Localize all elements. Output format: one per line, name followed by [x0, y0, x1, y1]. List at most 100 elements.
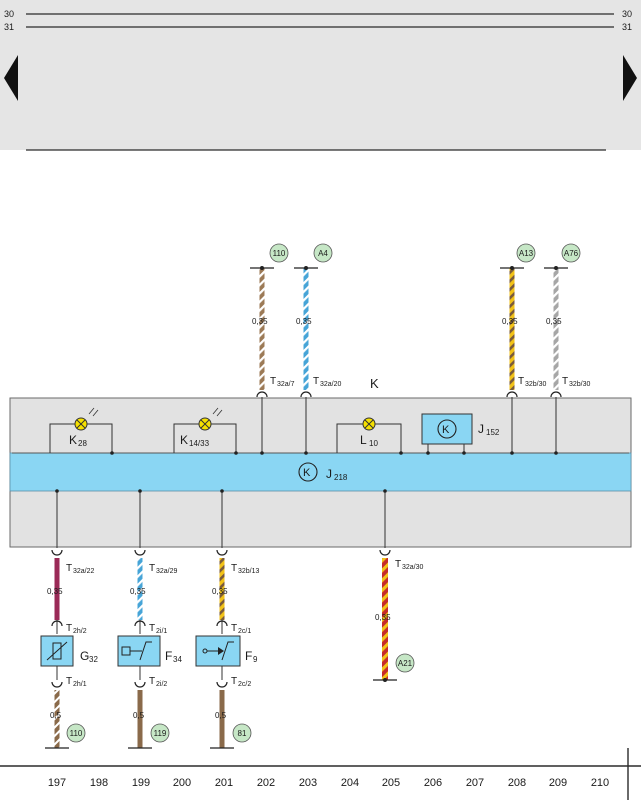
bus-sub: 218: [334, 473, 348, 482]
connector-pin: 32b/13: [238, 568, 260, 575]
scale-number: 204: [341, 777, 359, 789]
connector-pin: 32a/20: [320, 381, 342, 388]
top-wire-110: 110 0,35 T 32a/7: [250, 243, 295, 455]
lamp-name: L: [360, 433, 367, 447]
rail-31-label-left: 31: [4, 22, 14, 32]
connector-name: T: [66, 563, 72, 574]
connector-icon: [379, 549, 391, 556]
bus-name: J: [326, 467, 332, 481]
sensor-pin-bottom: 2h/1: [73, 681, 87, 688]
ref-badge-text: 110: [70, 729, 83, 738]
relay-symbol: K: [442, 424, 450, 436]
triangle-left-icon[interactable]: [4, 55, 18, 101]
component-name: G: [80, 649, 89, 663]
lamp-name: K: [180, 433, 188, 447]
lamp-sub: 28: [78, 439, 87, 448]
ref-badge-text: 110: [273, 249, 286, 258]
scale-number: 197: [48, 777, 66, 789]
wire-gauge: 0,35: [130, 587, 146, 596]
connector-icon: [256, 391, 268, 398]
scale-number: 199: [132, 777, 150, 789]
scale-row: 197 198 199 200 201 202 203 204 205 206 …: [48, 777, 609, 789]
top-wire-a13: A13 0,35 T 32b/30: [500, 243, 547, 455]
scale-number: 203: [299, 777, 317, 789]
wire-gauge: 0,5: [215, 711, 227, 720]
bottom-wire-f9: T 32b/13 0,35 T 2c/1 F 9 T 2c/2 0,5 81: [195, 489, 260, 749]
panel-label: K: [370, 376, 379, 391]
wire-gauge: 0,35: [546, 317, 562, 326]
sensor-conn-top: T: [231, 623, 237, 634]
connector-name: T: [231, 563, 237, 574]
component-sub: 32: [89, 655, 98, 664]
connector-pin: 32a/29: [156, 568, 178, 575]
connector-name: T: [518, 376, 524, 387]
ref-badge-text: 81: [238, 729, 247, 738]
relay-name: J: [478, 422, 484, 436]
sensor-conn-bottom: T: [149, 676, 155, 687]
connector-pin: 32b/30: [569, 381, 591, 388]
ref-badge: [313, 243, 333, 263]
light-ray-icon: [88, 407, 95, 415]
wire-gauge: 0,5: [133, 711, 145, 720]
wire-gauge: 0,35: [47, 587, 63, 596]
connector-name: T: [270, 376, 276, 387]
scale-number: 198: [90, 777, 108, 789]
connector-icon: [51, 549, 63, 556]
relay-sub: 152: [486, 428, 500, 437]
connector-icon: [506, 391, 518, 398]
rail-31-label-right: 31: [622, 22, 632, 32]
scale-number: 200: [173, 777, 191, 789]
scale-number: 202: [257, 777, 275, 789]
scale-number: 206: [424, 777, 442, 789]
bottom-wire-a21: T 32a/30 0,35 A21: [373, 489, 424, 682]
ref-badge: [269, 243, 289, 263]
connector-icon: [300, 391, 312, 398]
top-wire-a76: A76 0,35 T 32b/30: [544, 243, 591, 455]
scale-number: 209: [549, 777, 567, 789]
header-panel: [0, 0, 641, 150]
wire-gauge: 0,35: [296, 317, 312, 326]
wire-gauge: 0,35: [212, 587, 228, 596]
lamp-name: K: [69, 433, 77, 447]
scale-number: 205: [382, 777, 400, 789]
connector-name: T: [313, 376, 319, 387]
connector-icon: [216, 549, 228, 556]
connector-icon: [550, 391, 562, 398]
scale-number: 210: [591, 777, 609, 789]
lamp-sub: 14/33: [189, 439, 210, 448]
sensor-conn-top: T: [66, 623, 72, 634]
component-name: F: [165, 649, 172, 663]
lamp-k28: K 28: [49, 407, 114, 455]
sensor-pin-top: 2i/1: [156, 628, 167, 635]
top-wire-a4: A4 0,35 T 32a/20: [294, 243, 342, 455]
sensor-conn-bottom: T: [66, 676, 72, 687]
relay-coil-icon: [437, 419, 457, 439]
rail-30-label-left: 30: [4, 9, 14, 19]
connector-pin: 32b/30: [525, 381, 547, 388]
ref-badge: [150, 723, 170, 743]
connector-pin: 32a/30: [402, 564, 424, 571]
lamp-k14-33: K 14/33: [173, 407, 238, 455]
sensor-pin-bottom: 2i/2: [156, 681, 167, 688]
wire-gauge: 0,5: [50, 711, 62, 720]
triangle-right-icon[interactable]: [623, 55, 637, 101]
switch-icon: [139, 641, 152, 661]
handbrake-switch-icon: [218, 647, 224, 655]
wire-gauge: 0,35: [502, 317, 518, 326]
rail-30-label-right: 30: [622, 9, 632, 19]
scale-number: 201: [215, 777, 233, 789]
bottom-wire-g32: T 32a/22 0,35 T 2h/2 G 32 T 2h/1 0,5 110: [40, 489, 98, 749]
component-sub: 34: [173, 655, 182, 664]
bottom-wire-f34: T 32a/29 0,35 T 2i/1 F 34 T 2i/2 0,5 119: [117, 489, 182, 749]
data-bus-strip: [9, 452, 632, 492]
bus-module-icon: [298, 462, 318, 482]
component-name: F: [245, 649, 252, 663]
resistor-icon: [52, 642, 62, 660]
bus-symbol: K: [303, 467, 311, 479]
ref-badge-text: A76: [564, 249, 579, 258]
ref-badge-text: A4: [318, 249, 328, 258]
lamp-l10: L 10: [336, 417, 403, 455]
connector-name: T: [562, 376, 568, 387]
